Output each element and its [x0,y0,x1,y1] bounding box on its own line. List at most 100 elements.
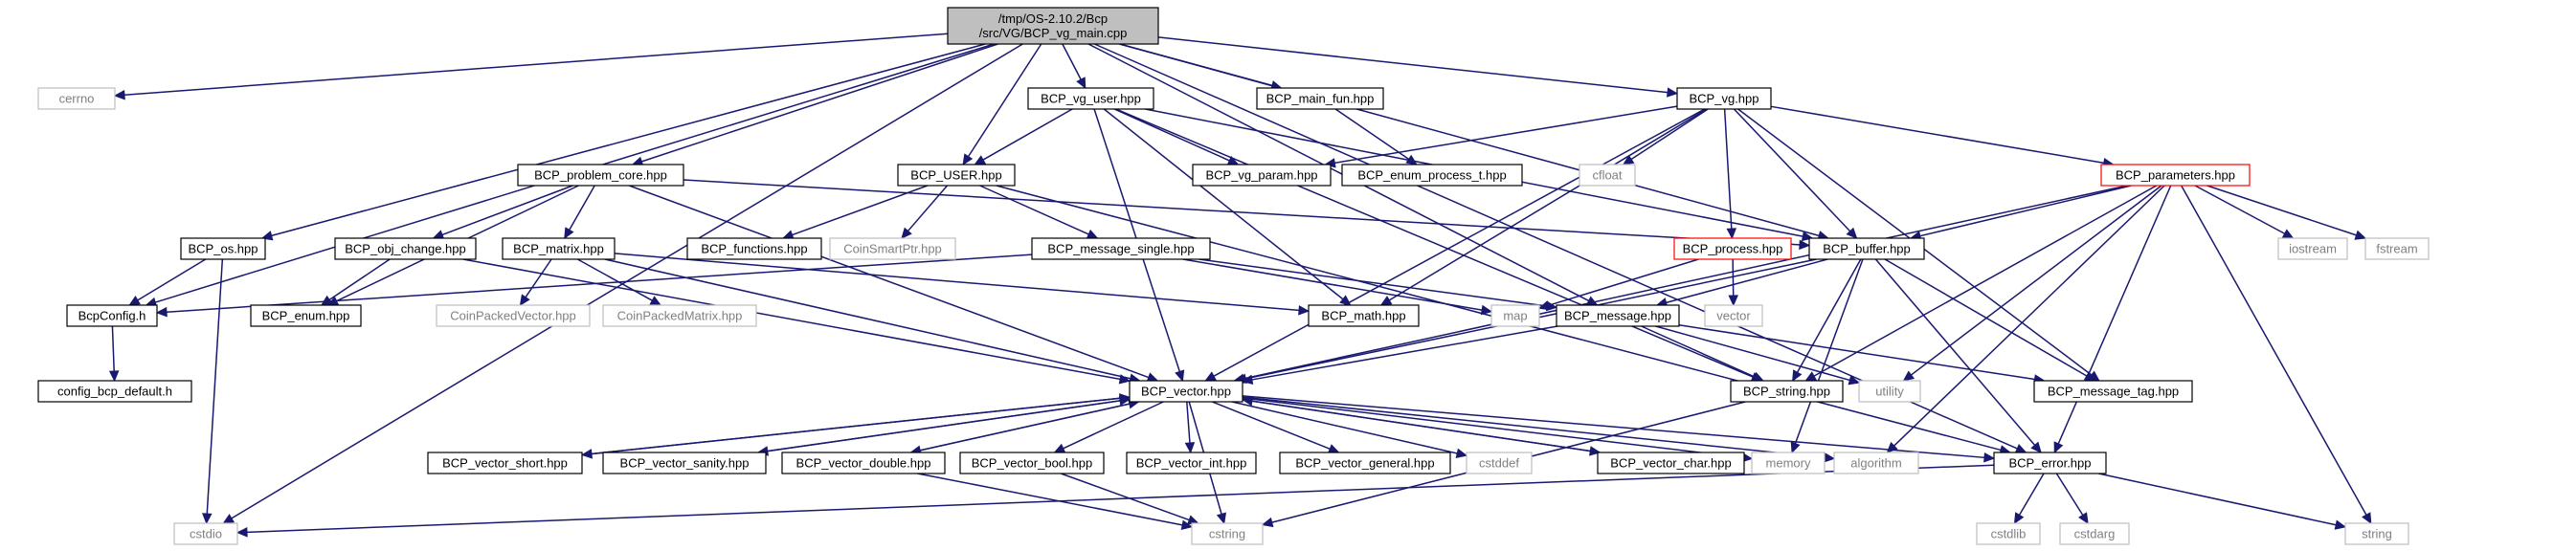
node-bcp_parameters[interactable]: BCP_parameters.hpp [2100,164,2251,187]
edge-bcp_message_single-to-bcpconfig [155,253,1033,318]
node-bcpconfig[interactable]: BcpConfig.h [66,304,158,327]
node-label: BCP_vector_char.hpp [1610,456,1731,471]
node-box [1858,380,1921,403]
node-bcp_problem_core[interactable]: BCP_problem_core.hpp [517,164,684,187]
node-bcp_message_tag[interactable]: BCP_message_tag.hpp [2033,380,2193,403]
node-label: BCP_vector_general.hpp [1295,456,1434,471]
node-bcp_message[interactable]: BCP_message.hpp [1556,304,1680,327]
node-bcp_string[interactable]: BCP_string.hpp [1730,380,1844,403]
edge-line [569,185,595,231]
node-bcp_vector[interactable]: BCP_vector.hpp [1129,380,1243,403]
edge-line [1388,108,1708,301]
edge-line [166,253,1033,313]
node-label: cstddef [1479,456,1519,471]
node-label: algorithm [1850,456,1901,471]
edge-line [1770,105,2104,165]
edge-bcp_error-to-cstdarg [2055,473,2089,525]
edge-arrowhead [962,153,974,166]
node-box [2364,237,2430,260]
node-bcp_vector_char[interactable]: BCP_vector_char.hpp [1597,452,1745,474]
edge-line [907,185,949,231]
edge-arrowhead [2053,441,2064,454]
node-bcp_user[interactable]: BCP_USER.hpp [897,164,1016,187]
edge-line [910,403,1130,453]
edge-arrowhead [1086,229,1099,239]
node-bcp_enum_process_t[interactable]: BCP_enum_process_t.hpp [1341,164,1523,187]
node-root[interactable]: /tmp/OS-2.10.2/Bcp/src/VG/BCP_vg_main.cp… [947,7,1159,45]
node-bcp_functions[interactable]: BCP_functions.hpp [686,237,822,260]
edge-arrowhead [2013,512,2025,525]
edge-line [1213,108,1706,377]
edge-arrowhead [901,227,912,239]
node-bcp_vector_short[interactable]: BCP_vector_short.hpp [427,452,583,474]
node-label: BCP_enum.hpp [262,309,350,323]
edge-bcp_parameters-to-algorithm [1886,185,2165,453]
node-config_bcp_default[interactable]: config_bcp_default.h [37,380,192,403]
edge-arrowhead [1728,295,1738,307]
node-label: BCP_message.hpp [1564,309,1671,323]
edge-arrowhead [1339,295,1352,306]
node-iostream: iostream [2277,237,2348,260]
node-bcp_error[interactable]: BCP_error.hpp [1993,452,2107,474]
node-box [602,452,767,474]
edge-bcp_process-to-map [1537,258,1699,311]
edge-arrowhead [1902,370,1915,382]
edge-line [1251,400,1601,453]
edge-arrowhead [1175,369,1185,383]
edge-line [577,258,653,301]
edge-bcp_vg-to-bcp_vector [1204,108,1706,382]
edge-bcp_error-to-string [2098,473,2347,530]
node-label: cstdlib [1991,527,2027,541]
node-box [2033,380,2193,403]
node-bcp_main_fun[interactable]: BCP_main_fun.hpp [1256,87,1384,110]
node-bcp_message_single[interactable]: BCP_message_single.hpp [1031,237,1211,260]
edge-line [441,185,573,236]
edge-arrowhead [113,89,125,100]
edge-arrowhead [1666,87,1679,98]
edge-bcp_vg-to-bcp_parameters [1770,105,2115,168]
node-label: BCP_obj_change.hpp [345,242,466,256]
node-bcp_vector_int[interactable]: BCP_vector_int.hpp [1126,452,1257,474]
node-bcp_vector_double[interactable]: BCP_vector_double.hpp [781,452,946,474]
node-bcp_vector_sanity[interactable]: BCP_vector_sanity.hpp [602,452,767,474]
node-label: cstdarg [2074,527,2116,541]
node-bcp_vector_bool[interactable]: BCP_vector_bool.hpp [959,452,1105,474]
node-bcp_obj_change[interactable]: BCP_obj_change.hpp [334,237,477,260]
edge-line [2018,473,2045,516]
edge-arrowhead [2354,230,2367,240]
node-label: utility [1875,385,1904,399]
edge-arrowhead [1118,395,1131,407]
edge-bcp_vector_sanity-to-bcp_vector [757,395,1131,453]
node-box [517,164,684,187]
node-label: BCP_process.hpp [1683,242,1783,256]
edge-arrowhead [1327,444,1340,453]
edge-bcp_matrix-to-coinpackedvector [519,258,552,307]
edge-arrowhead [2362,512,2372,525]
node-box [1126,452,1257,474]
node-bcp_os[interactable]: BCP_os.hpp [180,237,266,260]
edge-line [1911,185,2162,376]
node-box [1466,452,1533,474]
node-bcp_vg_user[interactable]: BCP_vg_user.hpp [1027,87,1154,110]
edge-bcp_vg_user-to-bcp_user [974,108,1073,165]
node-box [502,237,616,260]
node-box [1256,87,1384,110]
node-bcp_process[interactable]: BCP_process.hpp [1673,237,1792,260]
node-bcp_vg_param[interactable]: BCP_vg_param.hpp [1192,164,1332,187]
node-label: cstring [1209,527,1245,541]
edge-arrowhead [2014,443,2027,453]
edge-arrowhead [1726,228,1737,240]
graph-edges [108,33,2372,538]
node-bcp_vector_general[interactable]: BCP_vector_general.hpp [1279,452,1451,474]
node-bcp_enum[interactable]: BCP_enum.hpp [250,304,362,327]
node-memory: memory [1751,452,1826,474]
node-bcp_matrix[interactable]: BCP_matrix.hpp [502,237,616,260]
edge-line [525,258,552,298]
node-bcp_math[interactable]: BCP_math.hpp [1308,304,1420,327]
node-bcp_vg[interactable]: BCP_vg.hpp [1676,87,1772,110]
node-label: BCP_buffer.hpp [1823,242,1911,256]
node-box [1597,452,1745,474]
node-bcp_buffer[interactable]: BCP_buffer.hpp [1808,237,1925,260]
edge-arrowhead [2078,512,2089,525]
edge-bcp_vector-to-bcp_vector_bool [1053,401,1164,453]
